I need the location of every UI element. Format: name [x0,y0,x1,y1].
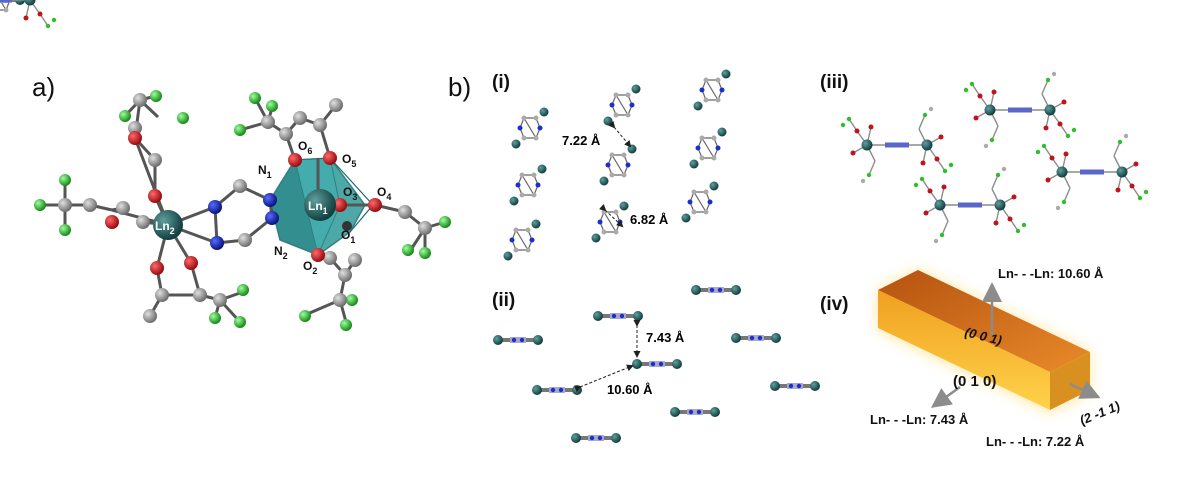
ln1-label: Ln1 [308,199,328,216]
crystal-front-face [878,290,1050,410]
i-distance-arrows [598,120,632,228]
panel-b-ii-packing [0,0,822,445]
ln-ln-1060-label: Ln- - -Ln: 10.60 Å [998,266,1104,281]
face-2m11-label: (2 -1 1) [1078,398,1122,428]
distance-743: 7.43 Å [646,330,685,345]
o4-label: O4 [377,185,391,202]
ln-ln-722-label: Ln- - -Ln: 7.22 Å [986,434,1085,449]
o3-label: O3 [343,185,357,202]
n1-label: N1 [258,163,272,180]
molecule-chain [0,0,57,29]
ln1-atom [304,189,336,221]
panel-b-iv-crystal [878,270,1101,412]
o5-label: O5 [342,152,356,169]
o1-label: O1 [341,228,355,245]
panel-a-label: a) [32,72,55,102]
distance-722: 7.22 Å [562,133,601,148]
face-010-label: (0 1 0) [953,373,996,390]
panel-iii-label: (iii) [820,72,849,93]
crystal-top-face [878,270,1090,372]
o2-label: O2 [303,259,317,276]
panel-b-iii-network [0,0,1149,244]
n2-label: N2 [274,244,288,261]
ii-distance-arrows [574,320,641,393]
panel-i-label: (i) [492,72,510,93]
ln2-atom [153,210,183,240]
crystal-end-face [1050,352,1090,410]
panel-a-molecule [34,90,451,331]
distance-682: 6.82 Å [630,212,669,227]
panel-ii-label: (ii) [492,290,515,311]
panel-iv-label: (iv) [820,294,849,315]
panel-b-label: b) [448,72,471,102]
atoms [34,90,451,331]
ln-ln-743-label: Ln- - -Ln: 7.43 Å [870,412,969,427]
ln2-label: Ln2 [155,219,175,236]
distance-1060: 10.60 Å [607,382,653,397]
o6-label: O6 [298,139,312,156]
molecule-dimer [0,0,13,13]
